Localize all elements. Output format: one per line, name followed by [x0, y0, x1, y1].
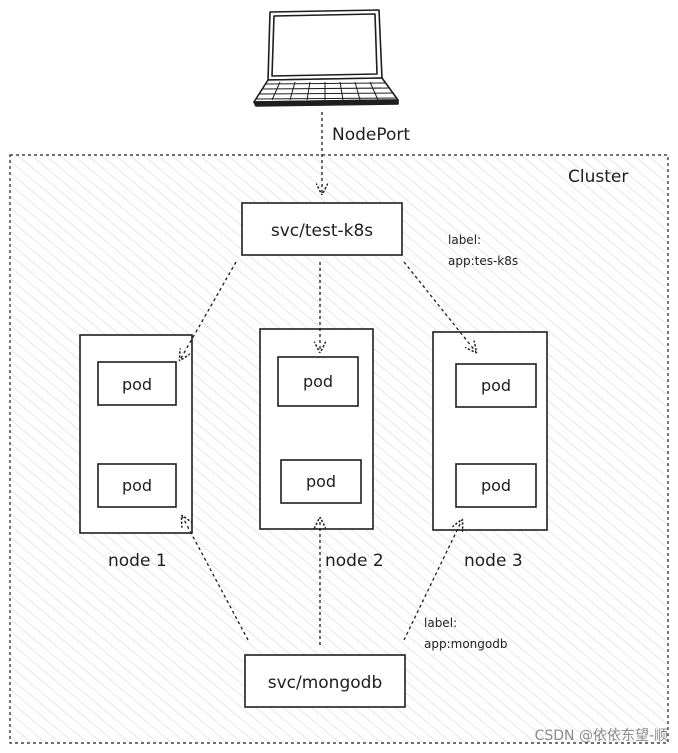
node-1-label: node 1 [108, 551, 167, 571]
nodeport-arrow: NodePort [322, 112, 410, 194]
arrow-to-node-3-pod-bottom [403, 520, 462, 641]
service-test-k8s-selector-value: app:tes-k8s [448, 254, 518, 268]
node-2-pod-2: pod [280, 459, 362, 504]
node-1-pod-1: pod [97, 361, 177, 406]
cluster-label: Cluster [568, 167, 628, 187]
service-test-k8s-selector-key: label: [448, 233, 481, 247]
service-test-k8s: svc/test-k8s [241, 202, 403, 256]
database-routing-arrows [182, 516, 462, 645]
pod-label: pod [122, 375, 152, 394]
service-mongodb-selector-key: label: [424, 616, 457, 630]
service-mongodb-selector-value: app:mongodb [424, 637, 507, 651]
service-test-k8s-name: svc/test-k8s [271, 221, 373, 241]
node-3: pod pod node 3 [432, 331, 548, 571]
watermark: CSDN @依依东望-顺 [535, 728, 668, 744]
pod-label: pod [303, 372, 333, 391]
node-1: pod pod node 1 [79, 334, 193, 571]
service-mongodb-name: svc/mongodb [268, 673, 383, 693]
node-2-pod-1: pod [277, 356, 359, 407]
service-mongodb: svc/mongodb [244, 654, 406, 708]
laptop-icon [253, 9, 399, 107]
frontend-routing-arrows [180, 261, 476, 360]
pod-label: pod [481, 376, 511, 395]
node-3-pod-2: pod [455, 463, 537, 508]
pod-label: pod [306, 472, 336, 491]
arrow-to-node-1-pod [180, 261, 237, 360]
node-2-label: node 2 [325, 551, 384, 571]
node-3-pod-1: pod [455, 363, 537, 408]
nodeport-label: NodePort [332, 125, 410, 145]
pod-label: pod [481, 476, 511, 495]
node-1-pod-2: pod [97, 463, 177, 508]
arrow-to-node-3-pod [403, 261, 476, 352]
node-3-label: node 3 [464, 551, 523, 571]
pod-label: pod [122, 476, 152, 495]
